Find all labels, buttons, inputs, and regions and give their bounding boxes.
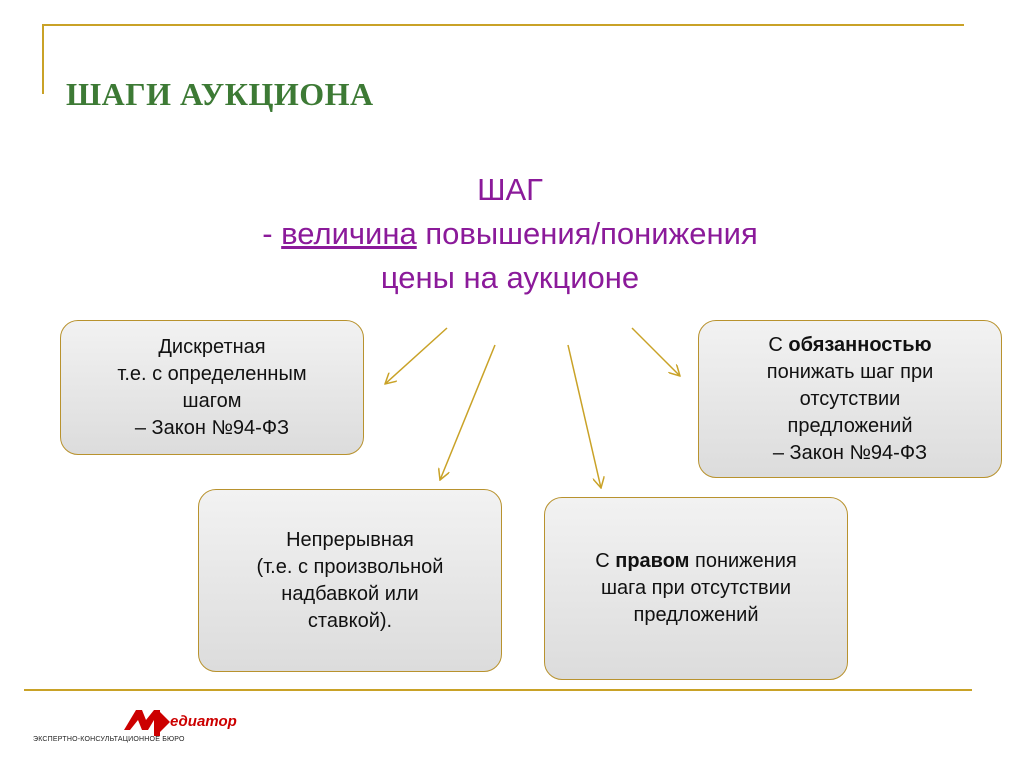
box-continuous-line-3: надбавкой или bbox=[281, 582, 419, 605]
frame-top-line bbox=[42, 24, 964, 26]
box-duty-line-3: отсутствии bbox=[799, 387, 901, 410]
box-duty-bold: обязанностью bbox=[788, 333, 932, 356]
box-duty: С обязанностью понижать шаг при отсутств… bbox=[698, 320, 1002, 478]
box-discrete: Дискретная т.е. с определенным шагом – З… bbox=[60, 320, 364, 455]
box-right-rest: понижения bbox=[689, 550, 797, 572]
logo-word: едиатор bbox=[170, 713, 237, 730]
logo-subtitle: ЭКСПЕРТНО-КОНСУЛЬТАЦИОННОЕ БЮРО bbox=[33, 736, 185, 743]
definition-line-2-rest: повышения/понижения bbox=[416, 216, 758, 251]
arrow-to-discrete bbox=[385, 327, 448, 384]
box-duty-line-1: С обязанностью bbox=[699, 332, 1001, 359]
definition-dash: - bbox=[262, 216, 282, 251]
frame-bottom-line bbox=[24, 689, 972, 691]
box-discrete-line-1: Дискретная bbox=[158, 335, 266, 358]
box-right: С правом понижения шага при отсутствии п… bbox=[544, 497, 848, 680]
box-right-line-3: предложений bbox=[633, 604, 759, 626]
definition-underlined-word: величина bbox=[281, 216, 417, 251]
box-right-prefix: С bbox=[595, 550, 616, 572]
definition-line-2: - величина повышения/понижения bbox=[190, 212, 830, 256]
box-right-line-1: С правом понижения bbox=[545, 548, 847, 575]
arrow-to-duty bbox=[631, 327, 680, 376]
definition-line-3: цены на аукционе bbox=[380, 260, 640, 295]
mediator-logo-icon bbox=[124, 710, 170, 736]
frame-left-line bbox=[42, 24, 44, 94]
box-continuous-line-4: ставкой). bbox=[307, 609, 393, 632]
box-right-bold: правом bbox=[615, 550, 690, 572]
box-right-line-2: шага при отсутствии bbox=[600, 577, 792, 599]
box-discrete-line-3: шагом bbox=[182, 389, 242, 412]
definition-block: ШАГ - величина повышения/понижения цены … bbox=[190, 168, 830, 300]
box-duty-line-2: понижать шаг при bbox=[766, 360, 934, 383]
box-discrete-line-4: – Закон №94-ФЗ bbox=[134, 416, 290, 439]
definition-term: ШАГ bbox=[477, 172, 543, 207]
box-continuous-line-1: Непрерывная bbox=[286, 528, 414, 551]
arrow-to-right bbox=[567, 344, 601, 488]
box-duty-line-5: – Закон №94-ФЗ bbox=[772, 441, 928, 464]
box-duty-prefix: С bbox=[768, 333, 789, 356]
box-duty-line-4: предложений bbox=[787, 414, 913, 437]
box-continuous-line-2: (т.е. с произвольной bbox=[256, 555, 444, 578]
slide-title: ШАГИ АУКЦИОНА bbox=[66, 76, 374, 112]
arrow-to-continuous bbox=[440, 344, 496, 480]
box-discrete-line-2: т.е. с определенным bbox=[117, 362, 307, 385]
box-continuous: Непрерывная (т.е. с произвольной надбавк… bbox=[198, 489, 502, 672]
